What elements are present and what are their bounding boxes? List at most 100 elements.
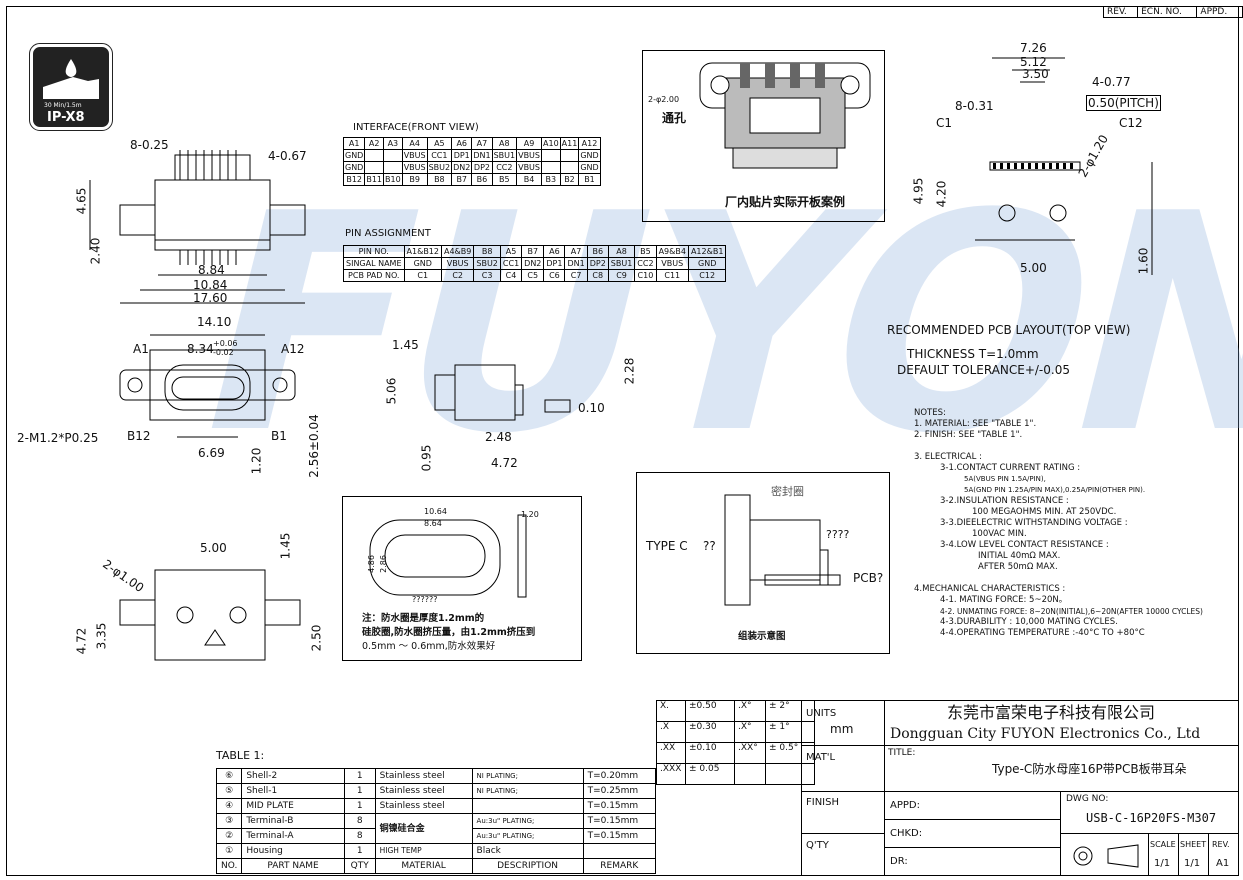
cell: 8 (343, 813, 376, 829)
assembly-q1: ?? (703, 539, 716, 553)
photo-hole-label: 通孔 (662, 111, 687, 125)
badge-big: IP-X8 (47, 110, 85, 125)
cell: VBUS (401, 149, 428, 162)
company-cn: 东莞市富荣电子科技有限公司 (947, 703, 1156, 722)
note-line (914, 441, 1203, 452)
cell: 1 (343, 783, 376, 799)
cell: Black (471, 843, 584, 859)
note-line: 3-1.CONTACT CURRENT RATING : (940, 463, 1081, 473)
cell: GND (687, 257, 727, 270)
cell: A9 (516, 137, 542, 150)
pcb-8-031: 8-0.31 (955, 99, 994, 113)
cell: C9 (607, 269, 636, 282)
note-line: 3-3.DIEELECTRIC WITHSTANDING VOLTAGE : (940, 518, 1128, 528)
company-en: Dongguan City FUYON Electronics Co., Ltd (890, 726, 1201, 742)
cell: B2 (559, 173, 580, 186)
cell: DP2 (471, 161, 493, 174)
cell: A12&B1 (687, 245, 727, 258)
cell: Stainless steel (374, 768, 473, 784)
cell: MID PLATE (241, 798, 345, 814)
cell: A8 (607, 245, 636, 258)
cell: SBU2 (473, 257, 501, 270)
cell: C2 (440, 269, 475, 282)
notes-block: NOTES: 1. MATERIAL: SEE "TABLE 1". 2. FI… (914, 408, 1203, 639)
cell: C12 (687, 269, 727, 282)
cell: .XXX (656, 763, 686, 785)
note-line: 4-1. MATING FORCE: 5~20N。 (940, 595, 1068, 605)
cell: DN2 (451, 161, 473, 174)
cell: A12 (578, 137, 601, 150)
header-cell: NO. (215, 858, 243, 874)
cell: 1 (343, 798, 376, 814)
cell: B10 (383, 173, 403, 186)
cell: ±0.30 (685, 721, 735, 743)
note-line: 4-3.DURABILITY : 10,000 MATING CYCLES. (940, 617, 1118, 627)
assembly-drawing (724, 494, 841, 606)
layout-tolerance: DEFAULT TOLERANCE+/-0.05 (897, 363, 1070, 377)
cell: Terminal-B (241, 813, 345, 829)
pcb-350: 3.50 (1022, 67, 1049, 81)
cell: CC2 (491, 161, 518, 174)
cell: X. (656, 700, 686, 722)
bottom-500: 5.00 (200, 541, 227, 555)
dim-256: 2.56±0.04 (306, 414, 321, 478)
cell: A6 (543, 245, 566, 258)
cell: ±0.50 (685, 700, 735, 722)
header-cell: PART NAME (241, 858, 345, 874)
cell: ④ (215, 798, 243, 814)
photo-caption: 厂内贴片实际开板案例 (725, 195, 846, 209)
title-label: TITLE: (888, 748, 916, 758)
pcb-500: 5.00 (1020, 261, 1047, 275)
note-line: 4-4.OPERATING TEMPERATURE :-40°C TO +80°… (940, 628, 1145, 638)
cell: ± 0.5° (765, 742, 815, 764)
cell: B12 (342, 173, 366, 186)
cell: ② (215, 828, 243, 844)
cell: B6 (586, 245, 609, 258)
pcb-pitch: 0.50(PITCH) (1086, 95, 1161, 111)
cell: GND (342, 161, 366, 174)
pin-assign-title: PIN ASSIGNMENT (345, 228, 431, 239)
cell: C11 (655, 269, 689, 282)
cell: A2 (364, 137, 385, 150)
cell: ⑤ (215, 783, 243, 799)
cell: .X° (734, 721, 766, 743)
gasket-q: ?????? (412, 595, 438, 604)
cell: T=0.15mm (582, 813, 657, 829)
pcb-photo-drawing (699, 62, 871, 169)
cell: .X (656, 721, 686, 743)
dim-4-067: 4-0.67 (268, 149, 307, 163)
cell: SBU1 (607, 257, 636, 270)
gasket-864: 8.64 (424, 519, 442, 528)
cell: T=0.15mm (582, 828, 657, 844)
cell: Au:3u" PLATING; (471, 813, 584, 829)
cell: GND (342, 149, 366, 162)
note-line: AFTER 50mΩ MAX. (978, 562, 1058, 572)
water-drop-icon (43, 59, 99, 99)
side-228: 2.28 (622, 357, 637, 385)
cell: Shell-2 (241, 768, 345, 784)
note-line: 2. FINISH: SEE "TABLE 1". (914, 430, 1023, 440)
cell: Stainless steel (374, 798, 473, 814)
cell: T=0.25mm (582, 783, 657, 799)
cell: B8 (426, 173, 453, 186)
cell: C6 (543, 269, 566, 282)
cell: C1 (403, 269, 442, 282)
appd-col: APPD. (1196, 6, 1243, 18)
badge-small: 30 Min/1.5m (44, 102, 82, 109)
cell (765, 763, 815, 785)
cell: DN1 (564, 257, 588, 270)
cell: VBUS (516, 161, 542, 174)
header-cell: DESCRIPTION (471, 858, 584, 874)
cell: DP1 (451, 149, 473, 162)
dim-screw: 2-M1.2*P0.25 (17, 431, 99, 445)
label-a1: A1 (133, 342, 149, 356)
appd-label: APPD: (890, 800, 920, 811)
layout-title: RECOMMENDED PCB LAYOUT(TOP VIEW) (887, 323, 1131, 337)
cell: A10 (541, 137, 561, 150)
gasket-1064: 10.64 (424, 507, 447, 516)
cell: PIN NO. (343, 245, 405, 258)
cell: C5 (521, 269, 545, 282)
cell: B5 (634, 245, 657, 258)
cell: B5 (491, 173, 518, 186)
